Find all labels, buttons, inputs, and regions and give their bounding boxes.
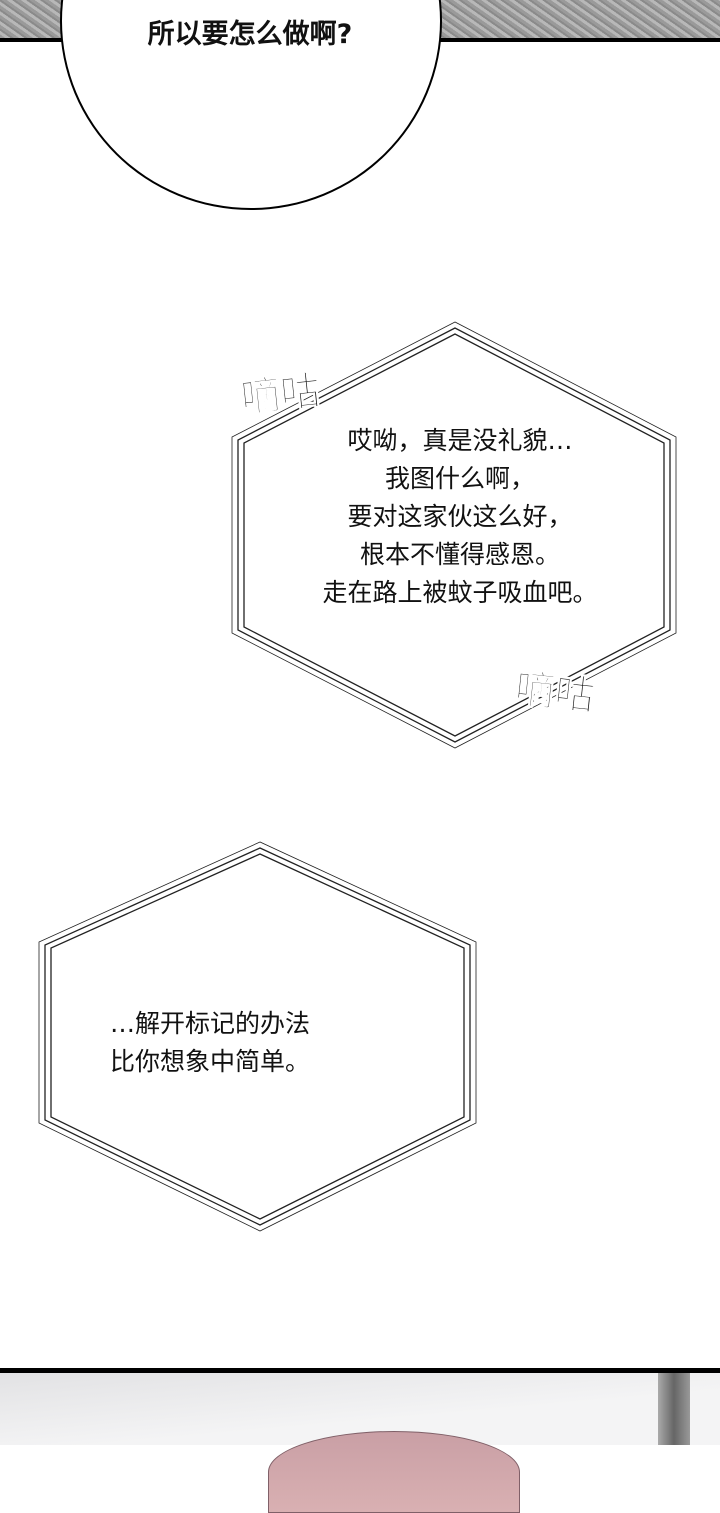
text-line: 哎呦，真是没礼貌…	[347, 426, 573, 455]
sound-effect: 嘀咕	[512, 665, 597, 721]
hexagon-2	[38, 841, 477, 1232]
text-line: 要对这家伙这么好，	[347, 502, 573, 531]
monologue-text: 哎呦，真是没礼貌… 我图什么啊， 要对这家伙这么好， 根本不懂得感恩。 走在路上…	[270, 422, 650, 612]
hexagon-1	[231, 321, 677, 749]
background-pole	[658, 1373, 690, 1445]
text-line: 比你想象中简单。	[110, 1047, 311, 1076]
monologue-text-2: …解开标记的办法 比你想象中简单。	[110, 1005, 310, 1081]
bottom-panel-image	[0, 1368, 720, 1513]
sound-effect: 嘀咕	[238, 367, 323, 423]
text-line: 走在路上被蚊子吸血吧。	[322, 578, 598, 607]
speech-bubble-text: 所以要怎么做啊?	[147, 19, 353, 50]
text-line: 根本不懂得感恩。	[359, 540, 560, 569]
text-line: …解开标记的办法	[110, 1009, 311, 1038]
text-line: 我图什么啊，	[384, 464, 535, 493]
thought-hexagons	[38, 321, 677, 1232]
character-head	[268, 1431, 520, 1513]
